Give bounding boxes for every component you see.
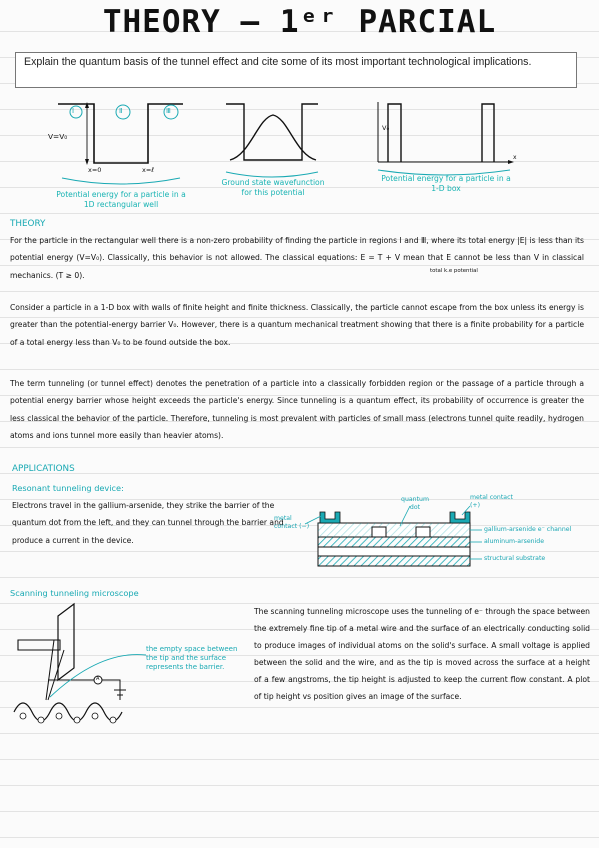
region-1-label: Ⅰ [72, 107, 75, 115]
region-3-label: Ⅲ [166, 107, 171, 115]
label-algaas: aluminum-arsenide [484, 538, 545, 545]
page-title: THEORY – 1ᵉʳ PARCIAL [102, 4, 497, 40]
label-substrate: structural substrate [484, 555, 546, 562]
label-quantum-dot: quantum dot [401, 496, 429, 511]
equation-subscript: total k.e potential [430, 268, 478, 274]
theory-heading: THEORY [10, 219, 46, 229]
label-metal-contact-left: metal contact (−) [274, 515, 310, 530]
box-v-label: V₀ [382, 124, 390, 132]
region-2-label: Ⅱ [119, 107, 123, 115]
resonant-text: Electrons travel in the gallium-arsenide… [12, 501, 284, 545]
question-box: Explain the quantum basis of the tunnel … [15, 52, 577, 88]
caption-well: Potential energy for a particle in a 1D … [56, 190, 186, 209]
well-x0-label: x=0 [88, 166, 102, 174]
theory-paragraph-3: The term tunneling (or tunnel effect) de… [10, 379, 584, 440]
label-gaas-channel: gallium-arsenide e⁻ channel [484, 526, 572, 533]
well-xl-label: x=ℓ [142, 166, 154, 174]
theory-paragraph-1: For the particle in the rectangular well… [10, 236, 584, 280]
stm-heading: Scanning tunneling microscope [10, 588, 139, 598]
applications-heading: APPLICATIONS [12, 464, 75, 474]
box-x-label: x [513, 154, 517, 161]
stm-note: the empty space between the tip and the … [146, 645, 238, 671]
resonant-heading: Resonant tunneling device: [12, 483, 124, 493]
label-metal-contact-right: metal contact (+) [470, 494, 513, 509]
ammeter-label: A [96, 676, 100, 682]
stm-text: The scanning tunneling microscope uses t… [254, 607, 590, 701]
caption-box: Potential energy for a particle in a 1-D… [381, 174, 511, 193]
well-v-label: V=V₀ [48, 132, 68, 141]
theory-paragraph-2: Consider a particle in a 1-D box with wa… [10, 303, 584, 347]
caption-ground: Ground state wavefunction for this poten… [221, 178, 325, 197]
